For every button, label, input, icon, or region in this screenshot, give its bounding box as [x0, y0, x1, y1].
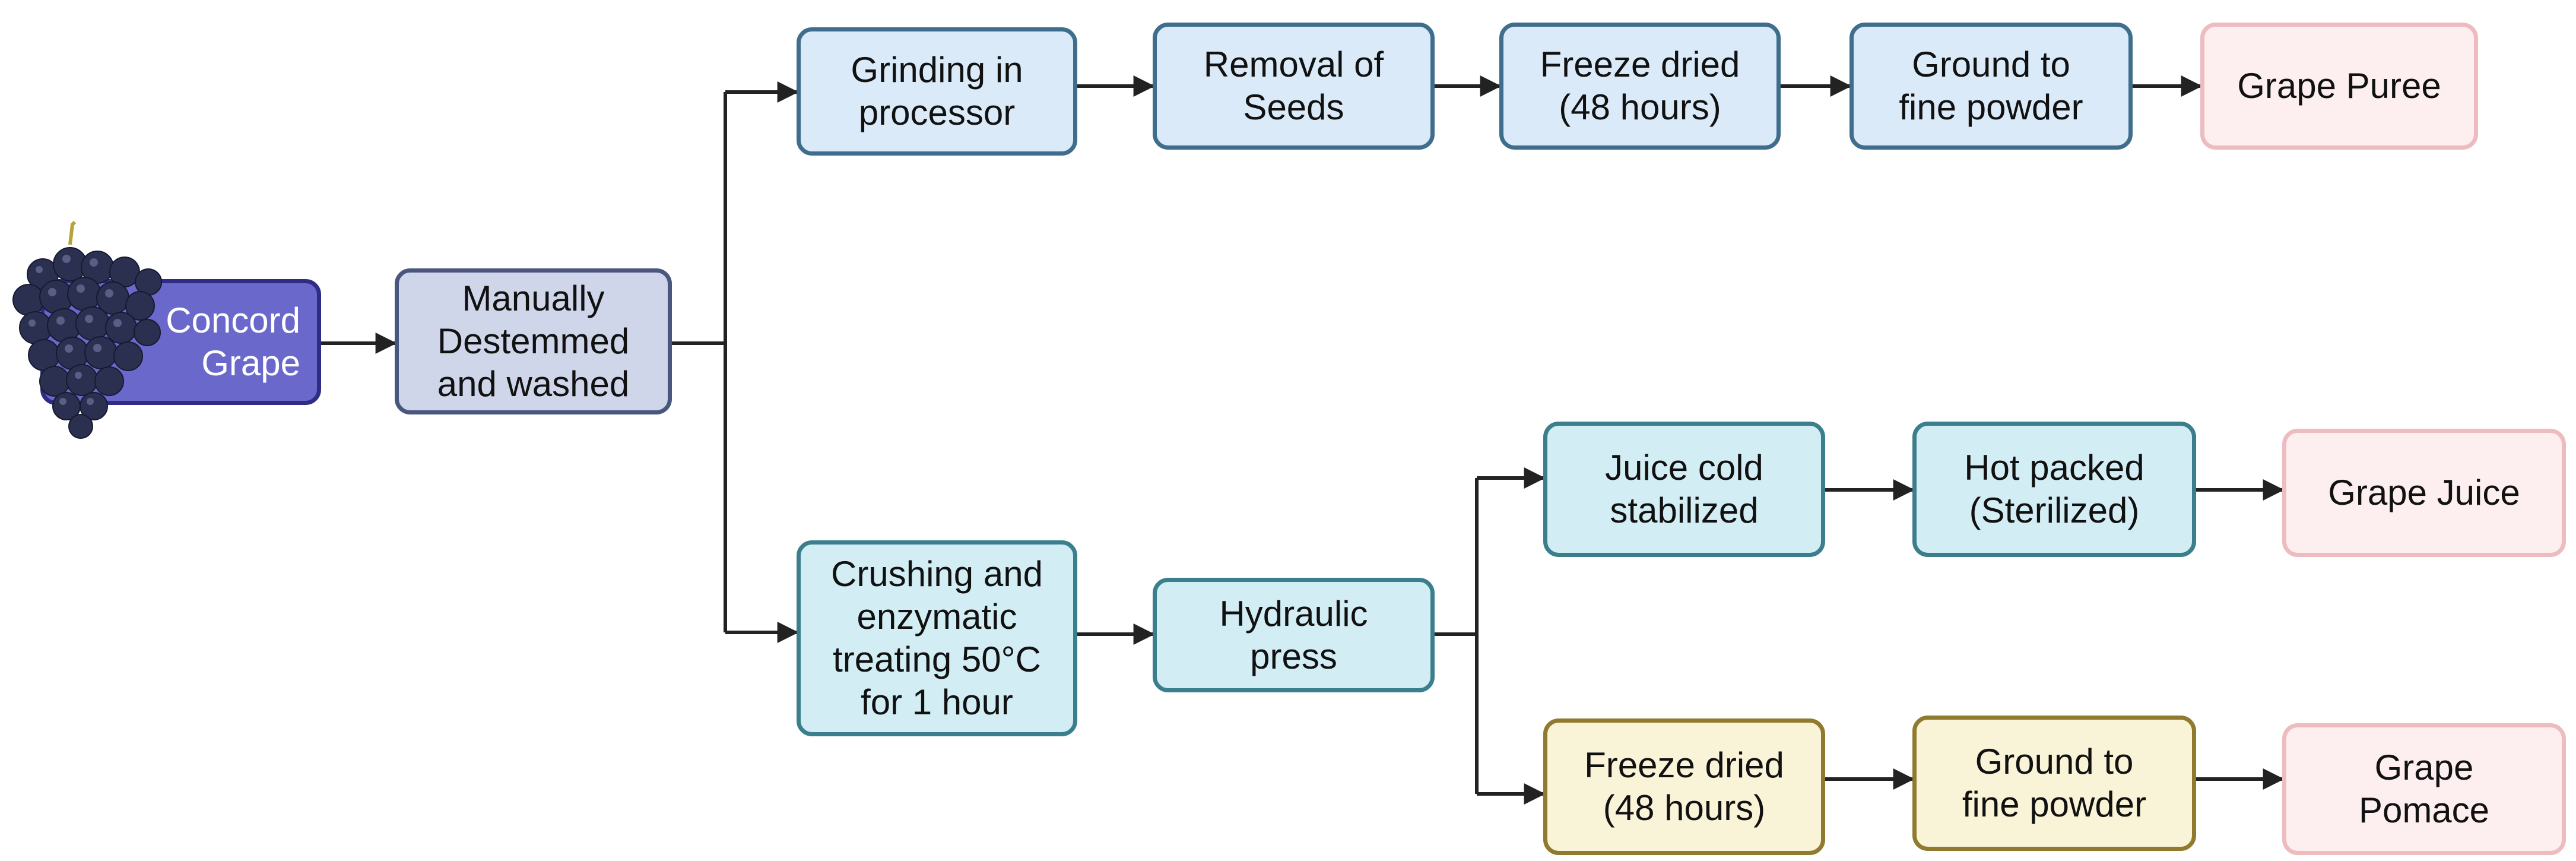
grape-juice-label: Grape Juice: [2328, 473, 2520, 512]
grape-pomace-label: Grape Pomace: [2358, 748, 2490, 830]
pomace-freeze-dried-box: Freeze dried (48 hours): [1543, 718, 1825, 855]
destem-wash-box: Manually Destemmed and washed: [395, 268, 672, 414]
cold-stabilized-label: Juice cold stabilized: [1605, 448, 1763, 530]
puree-ground-powder-box: Ground to fine powder: [1849, 23, 2133, 150]
grinding-label: Grinding in processor: [851, 50, 1023, 132]
pomace-ground-powder-box: Ground to fine powder: [1912, 716, 2196, 851]
puree-freeze-dried-label: Freeze dried (48 hours): [1540, 45, 1740, 127]
seed-removal-box: Removal of Seeds: [1153, 23, 1435, 150]
grinding-box: Grinding in processor: [797, 27, 1077, 156]
grape-puree-label: Grape Puree: [2237, 66, 2441, 106]
puree-ground-powder-label: Ground to fine powder: [1899, 45, 2083, 127]
pomace-freeze-dried-label: Freeze dried (48 hours): [1584, 745, 1784, 828]
hydraulic-press-label: Hydraulic press: [1219, 593, 1368, 676]
pomace-ground-powder-label: Ground to fine powder: [1962, 742, 2147, 824]
concord-grape-label: Concord Grape: [166, 300, 300, 383]
hydraulic-press-box: Hydraulic press: [1153, 578, 1435, 692]
grape-pomace-box: Grape Pomace: [2282, 723, 2566, 855]
grape-juice-box: Grape Juice: [2282, 429, 2566, 557]
destem-wash-label: Manually Destemmed and washed: [437, 278, 630, 404]
hot-packed-box: Hot packed (Sterilized): [1912, 422, 2196, 557]
concord-grape-box: Concord Grape: [40, 279, 321, 405]
crushing-enzymatic-label: Crushing and enzymatic treating 50°C for…: [831, 554, 1043, 722]
grape-puree-box: Grape Puree: [2200, 23, 2478, 150]
seed-removal-label: Removal of Seeds: [1203, 45, 1384, 127]
hot-packed-label: Hot packed (Sterilized): [1964, 448, 2144, 530]
puree-freeze-dried-box: Freeze dried (48 hours): [1499, 23, 1781, 150]
cold-stabilized-box: Juice cold stabilized: [1543, 422, 1825, 557]
crushing-enzymatic-box: Crushing and enzymatic treating 50°C for…: [797, 540, 1077, 736]
